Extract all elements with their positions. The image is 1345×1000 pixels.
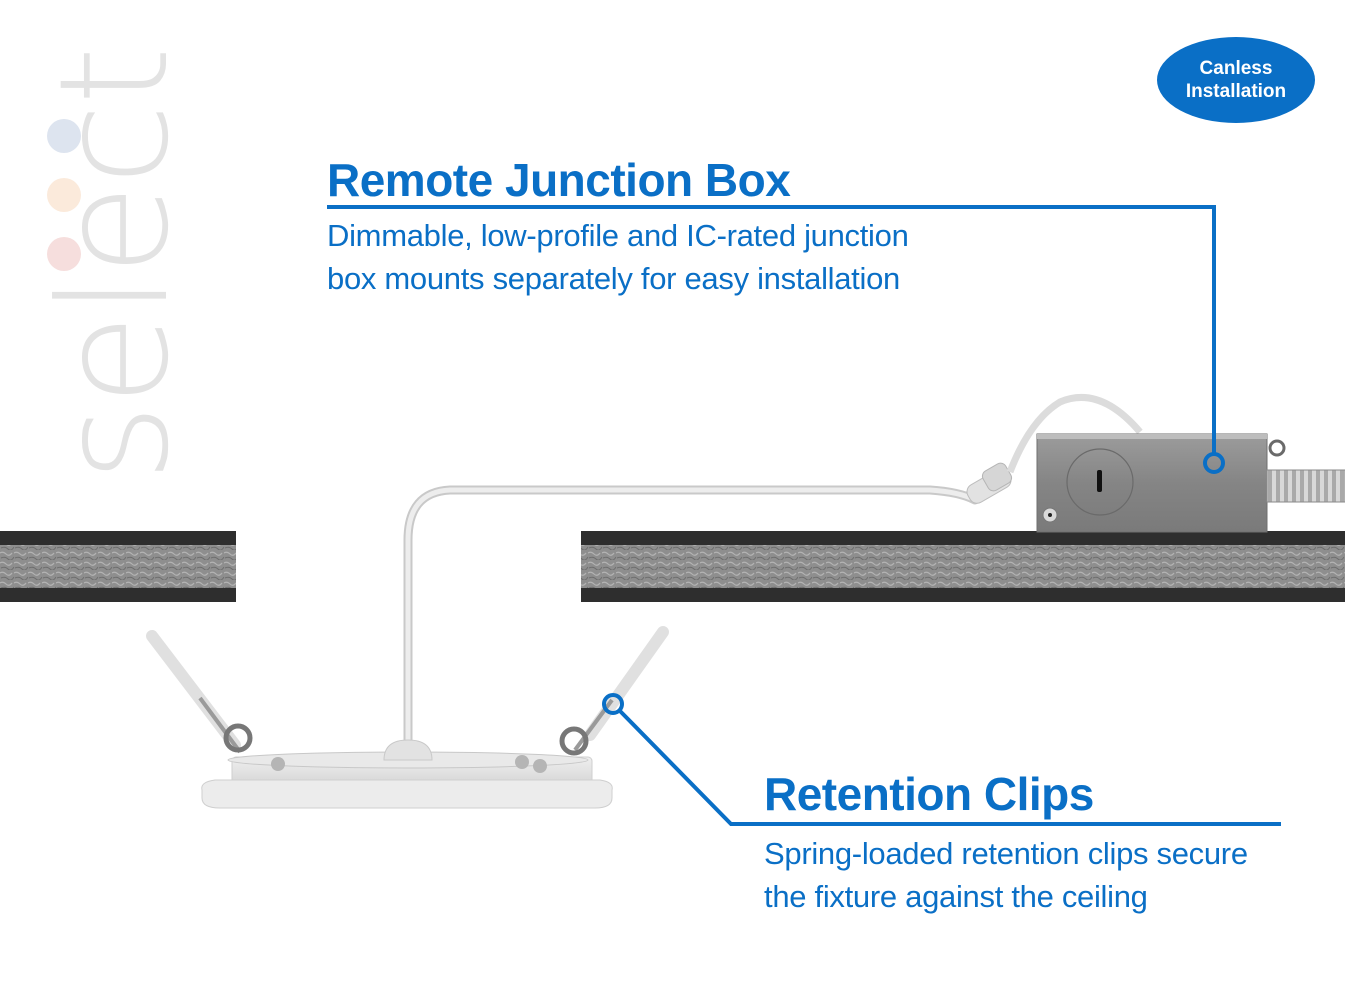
recessed-fixture [146, 626, 669, 809]
ceiling-section-left [0, 531, 236, 602]
junction-box-description-line-1: Dimmable, low-profile and IC-rated junct… [327, 218, 909, 253]
retention-clips-description: Spring-loaded retention clips secure the… [764, 832, 1248, 918]
retention-clips-title: Retention Clips [764, 768, 1094, 820]
retention-clip-left [146, 630, 253, 754]
badge-line-2: Installation [1185, 81, 1287, 102]
flexible-conduit [1266, 469, 1345, 503]
junction-box-description: Dimmable, low-profile and IC-rated junct… [327, 214, 909, 300]
junction-box-title: Remote Junction Box [327, 154, 791, 206]
brand-dot-blue [47, 119, 81, 153]
callout-leader-junction-box [327, 205, 1225, 474]
callout-leader-retention-clips [602, 693, 1281, 826]
retention-clips-description-line-2: the fixture against the ceiling [764, 879, 1148, 914]
power-cable [403, 485, 980, 755]
brand-dot-red [47, 237, 81, 271]
junction-box [1036, 433, 1286, 533]
junction-box-cable-loop [1006, 394, 1143, 474]
wire-connector [966, 462, 1013, 504]
junction-box-description-line-2: box mounts separately for easy installat… [327, 261, 900, 296]
retention-clip-right [559, 626, 669, 756]
ceiling-section-right [581, 531, 1345, 602]
badge-line-1: Canless [1199, 58, 1273, 79]
canless-installation-badge: Canless Installation [1157, 37, 1315, 123]
brand-dot-orange [47, 178, 81, 212]
retention-clips-description-line-1: Spring-loaded retention clips secure [764, 836, 1248, 871]
